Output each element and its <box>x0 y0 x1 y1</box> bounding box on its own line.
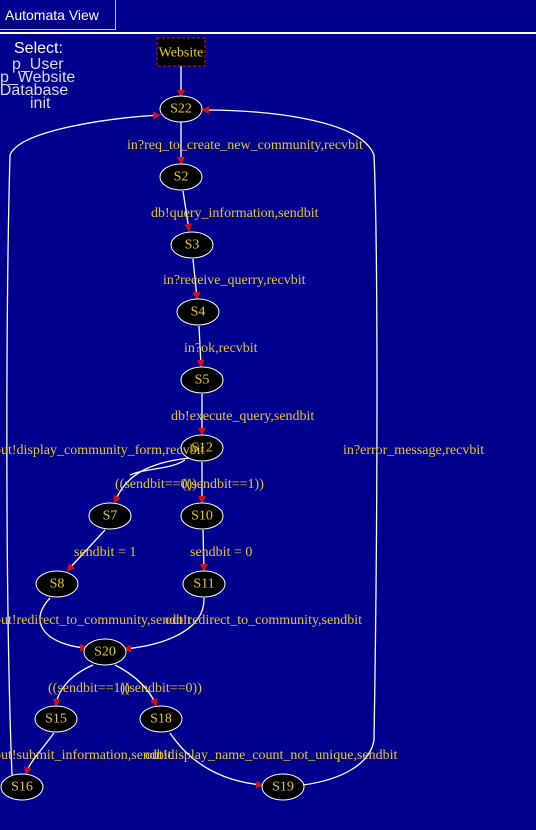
node-s11-label: S11 <box>193 577 214 592</box>
view-title-tab[interactable]: Automata View <box>0 0 116 30</box>
edge-label-s12-s10: ((sendbit==1)) <box>182 477 264 492</box>
edge-s3-s4 <box>192 258 201 300</box>
node-s2[interactable]: S2 <box>159 163 203 191</box>
nodes: Website S22 S2 S3 S4 S5 S12 S7 <box>0 37 305 801</box>
edge-s4-s5 <box>196 325 205 368</box>
edge-s12-selfloop <box>129 459 186 476</box>
node-s18[interactable]: S18 <box>139 705 183 733</box>
node-s12-label: S12 <box>191 441 213 456</box>
node-s22-label: S22 <box>170 102 192 117</box>
edge-s8-s20 <box>39 597 88 652</box>
select-option-website[interactable]: p_Website <box>0 69 76 86</box>
node-s7-label: S7 <box>103 509 118 524</box>
edge-label-s18-s19: out!display_name_count_not_unique,sendbi… <box>145 748 397 763</box>
toolbar-divider <box>0 32 536 34</box>
node-s11[interactable]: S11 <box>182 570 226 598</box>
edge-label-s12-self: out!display_community_form,recvbit <box>0 443 204 458</box>
edge-s15-s16 <box>24 732 55 775</box>
node-s8[interactable]: S8 <box>35 570 79 598</box>
select-header: Select: <box>14 40 63 57</box>
node-s3-label: S3 <box>185 238 200 253</box>
edge-label-s5-s12: db!execute_query,sendbit <box>171 409 314 424</box>
node-s10[interactable]: S10 <box>180 502 224 530</box>
node-s19-label: S19 <box>272 780 294 795</box>
edge-label-s12-s7: ((sendbit==0)) <box>115 477 197 492</box>
edge-s16-s22 <box>6 111 161 776</box>
node-s5[interactable]: S5 <box>180 366 224 394</box>
node-website[interactable]: Website <box>156 37 206 67</box>
edge-label-s8-s20: out!redirect_to_community,sendbit <box>0 613 191 628</box>
node-s18-label: S18 <box>150 712 172 727</box>
edges <box>6 66 378 789</box>
edge-label-s22-s2: in?req_to_create_new_community,recvbit <box>127 138 363 153</box>
node-s4-label: S4 <box>191 305 206 320</box>
edge-label-s15-s16: out!submit_information,sendbit <box>0 748 172 763</box>
node-s22[interactable]: S22 <box>159 95 203 123</box>
edge-s10-s11 <box>199 529 208 572</box>
node-s20[interactable]: S20 <box>83 638 127 666</box>
node-s15[interactable]: S15 <box>34 705 78 733</box>
edge-label-s19-s22: in?error_message,recvbit <box>343 443 484 458</box>
edge-label-s20-s15: ((sendbit==1)) <box>48 681 130 696</box>
edge-label-s4-s5: in?ok,recvbit <box>184 341 258 356</box>
node-s10-label: S10 <box>191 509 213 524</box>
node-s4[interactable]: S4 <box>176 298 220 326</box>
select-option-init[interactable]: init <box>30 95 51 112</box>
node-s7[interactable]: S7 <box>88 502 132 530</box>
edge-labels: in?req_to_create_new_community,recvbit d… <box>0 138 484 763</box>
edge-s19-s22 <box>201 106 378 786</box>
node-s8-label: S8 <box>50 577 65 592</box>
edge-label-s20-s18: ((sendbit==0)) <box>120 681 202 696</box>
select-option-user[interactable]: p_User <box>12 56 64 73</box>
edge-s20-s15 <box>52 664 94 707</box>
edge-s20-s18 <box>114 664 158 707</box>
node-s3[interactable]: S3 <box>170 231 214 259</box>
node-s16[interactable]: S16 <box>0 773 44 801</box>
edge-s7-s8 <box>66 529 106 572</box>
select-option-database[interactable]: p_Database <box>0 82 69 99</box>
edge-s2-s3 <box>182 190 193 232</box>
edge-label-s11-s20: out!redirect_to_community,sendbit <box>165 613 362 628</box>
node-s2-label: S2 <box>174 170 189 185</box>
edge-label-s10-s11: sendbit = 0 <box>190 545 252 560</box>
edge-label-s3-s4: in?receive_querry,recvbit <box>163 273 306 288</box>
toolbar: Automata View <box>0 0 536 34</box>
edge-label-s2-s3: db!query_information,sendbit <box>151 206 319 221</box>
node-s20-label: S20 <box>94 645 116 660</box>
edge-s11-s20 <box>123 597 205 653</box>
edge-s18-s19 <box>169 732 264 789</box>
node-s15-label: S15 <box>45 712 67 727</box>
node-s5-label: S5 <box>195 373 210 388</box>
node-s19[interactable]: S19 <box>261 773 305 801</box>
edge-label-s7-s8: sendbit = 1 <box>74 545 136 560</box>
node-s12[interactable]: S12 <box>180 434 224 462</box>
node-s16-label: S16 <box>11 780 33 795</box>
node-website-label: Website <box>159 46 204 61</box>
